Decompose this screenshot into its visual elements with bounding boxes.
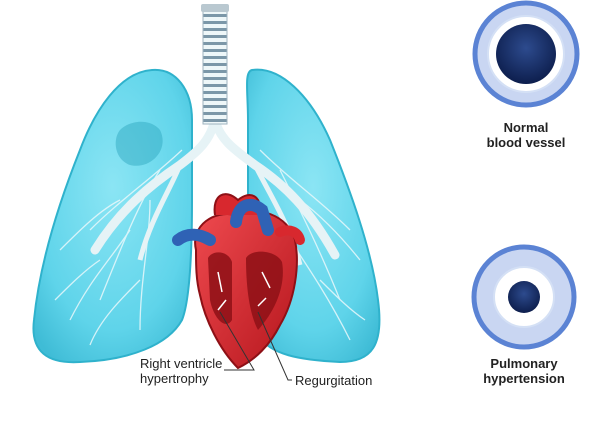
trachea: [201, 4, 229, 125]
caption-ph-line1: Pulmonary: [490, 356, 558, 371]
label-regurgitation: Regurgitation: [295, 373, 373, 388]
caption-ph-line2: hypertension: [483, 371, 565, 386]
heart: [172, 193, 305, 370]
caption-normal-vessel: Normal blood vessel: [461, 120, 591, 150]
callout-lines: [219, 311, 292, 381]
normal-vessel-crosssection: [472, 0, 580, 108]
label-rv-hypertrophy: Right ventricle hypertrophy: [140, 356, 222, 386]
caption-pulmonary-hypertension: Pulmonary hypertension: [459, 356, 589, 386]
caption-normal-line1: Normal: [503, 120, 549, 135]
label-rv-hypertrophy-line1: Right ventricle: [140, 356, 223, 371]
left-lung: [32, 68, 193, 364]
label-rv-hypertrophy-line2: hypertrophy: [140, 371, 209, 386]
caption-normal-line2: blood vessel: [486, 135, 566, 150]
hypertension-vessel-crosssection: [471, 244, 577, 350]
